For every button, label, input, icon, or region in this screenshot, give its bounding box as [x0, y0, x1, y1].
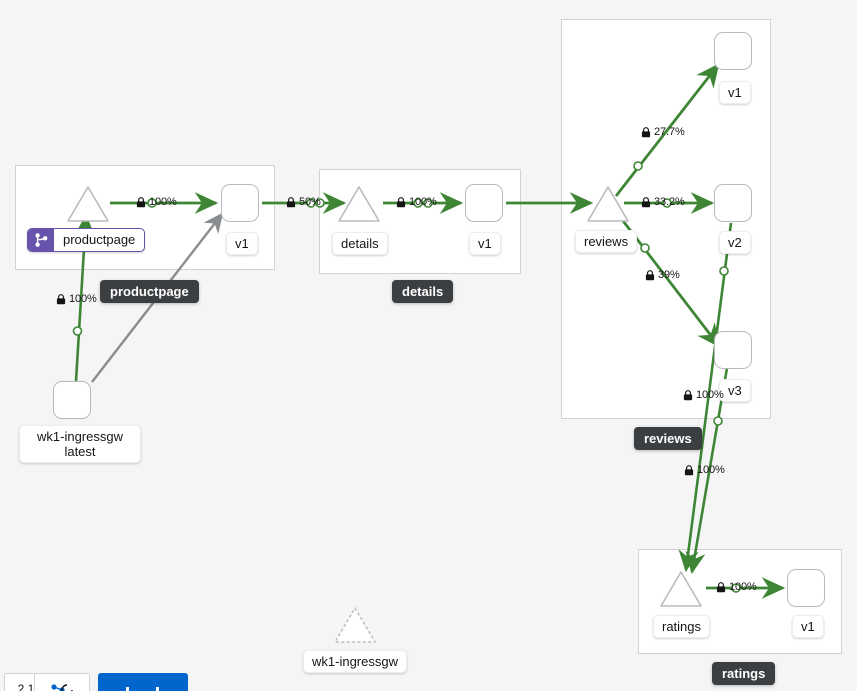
node-ingressgw-workload-label: wk1-ingressgw latest — [19, 425, 141, 463]
node-reviews-v2-label: v2 — [719, 231, 751, 254]
node-productpage-v1[interactable] — [221, 184, 259, 222]
node-productpage-v1-label: v1 — [226, 232, 258, 255]
node-ingressgw-idle[interactable] — [332, 605, 376, 644]
node-ratings-v1[interactable] — [787, 569, 825, 607]
node-reviews-service[interactable] — [586, 185, 630, 224]
cluster-badge-productpage: productpage — [100, 280, 199, 303]
code-branch-icon — [28, 229, 54, 251]
legend-button[interactable] — [98, 673, 188, 691]
legend-icon — [126, 687, 159, 691]
cluster-badge-reviews: reviews — [634, 427, 702, 450]
edge-pct: 39% — [658, 269, 680, 281]
node-ingressgw-workload[interactable] — [53, 381, 91, 419]
lock-icon — [56, 293, 66, 304]
lock-icon — [286, 196, 296, 207]
lock-icon — [136, 196, 146, 207]
cluster-badge-details: details — [392, 280, 454, 303]
lock-icon — [684, 464, 694, 475]
node-ratings-service[interactable] — [659, 570, 703, 609]
edge-pct: 100% — [697, 464, 725, 476]
edge-pct: 100% — [696, 389, 724, 401]
edge-label-ingress-to-productpage: 100% — [56, 293, 97, 305]
node-productpage-service[interactable] — [66, 185, 110, 224]
edge-label-reviews-to-v2: 33.2% — [641, 196, 685, 208]
edge-pct: 100% — [69, 293, 97, 305]
edge-pct: 100% — [149, 196, 177, 208]
ingressgw-line1: wk1-ingressgw — [37, 429, 123, 444]
node-reviews-v3-label: v3 — [719, 379, 751, 402]
edge-label-reviewsv3-to-ratings-upper: 100% — [683, 389, 724, 401]
node-reviews-v1[interactable] — [714, 32, 752, 70]
node-ingressgw-idle-label: wk1-ingressgw — [303, 650, 407, 673]
lock-icon — [641, 126, 651, 137]
bottom-toolbar[interactable]: 2 1 — [0, 669, 857, 691]
edge-pct: 100% — [729, 581, 757, 593]
edge-label-reviews-to-ratings: 100% — [684, 464, 725, 476]
edge-label-reviews-to-v1: 27.7% — [641, 126, 685, 138]
lock-icon — [683, 389, 693, 400]
fit-screen-icon — [51, 684, 73, 691]
node-details-service-label: details — [332, 232, 388, 255]
node-details-v1-label: v1 — [469, 232, 501, 255]
node-details-service[interactable] — [337, 185, 381, 224]
edge-label-ratings-to-v1: 100% — [716, 581, 757, 593]
node-details-v1[interactable] — [465, 184, 503, 222]
node-productpage-service-label[interactable]: productpage — [27, 228, 146, 252]
lock-icon — [641, 196, 651, 207]
lock-icon — [716, 581, 726, 592]
node-ratings-service-label: ratings — [653, 615, 711, 638]
edge-pct: 50% — [299, 196, 321, 208]
productpage-service-name: productpage — [63, 232, 136, 247]
lock-icon — [396, 196, 406, 207]
fit-to-screen-button[interactable] — [34, 673, 90, 691]
cluster-badge-ratings: ratings — [712, 662, 776, 685]
node-ratings-v1-label: v1 — [792, 615, 824, 638]
edge-pct: 100% — [409, 196, 437, 208]
zoom-level-label: 2 1 — [17, 682, 35, 691]
node-reviews-v1-label: v1 — [719, 81, 751, 104]
node-reviews-v3[interactable] — [714, 331, 752, 369]
edge-pct: 33.2% — [654, 196, 685, 208]
node-reviews-v2[interactable] — [714, 184, 752, 222]
edge-label-productpagev1-to-details: 50% — [286, 196, 321, 208]
edge-label-reviews-to-v3: 39% — [645, 269, 680, 281]
edge-label-productpage-to-v1: 100% — [136, 196, 177, 208]
lock-icon — [645, 269, 655, 280]
edge-pct: 27.7% — [654, 126, 685, 138]
ingressgw-line2: latest — [64, 444, 96, 459]
node-reviews-service-label: reviews — [575, 230, 638, 253]
edge-label-details-to-v1: 100% — [396, 196, 437, 208]
